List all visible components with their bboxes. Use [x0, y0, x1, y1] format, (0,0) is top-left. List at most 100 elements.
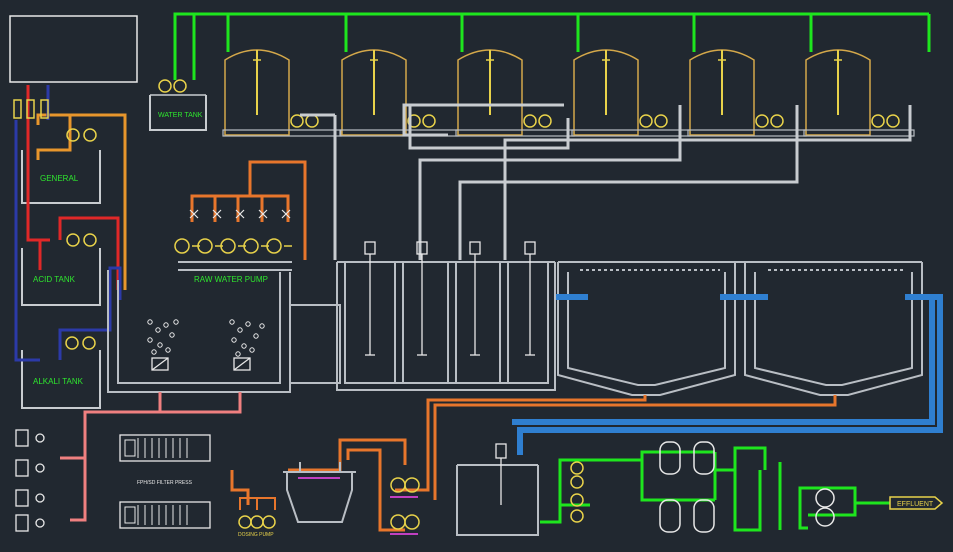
pump-icon	[755, 114, 769, 128]
bubble	[165, 347, 171, 353]
pump-icon	[654, 114, 668, 128]
storage-tank-row	[222, 49, 915, 137]
storage-tank	[687, 49, 807, 137]
raw-water-pump-header	[190, 160, 307, 260]
effluent-label: EFFLUENT	[897, 501, 934, 508]
bubble	[147, 319, 153, 325]
pump-icon	[886, 114, 900, 128]
pump-icon	[538, 114, 552, 128]
bubble	[249, 347, 255, 353]
clarifier-tanks	[557, 261, 923, 396]
blue-sludge-line	[512, 294, 943, 455]
pump-icon	[639, 114, 653, 128]
tank-body	[341, 49, 407, 136]
chemical-dosing-lines	[14, 85, 127, 362]
tank-body	[689, 49, 755, 136]
valve-icon	[212, 209, 222, 219]
pump-icon	[243, 238, 259, 254]
bubble	[155, 327, 161, 333]
pump-icon	[220, 238, 236, 254]
raw-water-pumps	[174, 209, 292, 254]
agitator-icon	[469, 241, 481, 255]
tank-body	[457, 49, 523, 136]
valve-icon	[189, 209, 199, 219]
storage-tank	[339, 49, 459, 137]
orange-sludge-line	[230, 395, 837, 532]
sludge-pumps	[390, 477, 420, 530]
agitator-icon	[524, 241, 536, 255]
storage-tank	[222, 49, 342, 137]
pump-icon	[305, 114, 319, 128]
green-filtration-line	[540, 446, 890, 532]
storage-tank	[803, 49, 915, 137]
grey-return-lines	[300, 103, 912, 260]
filter-press	[119, 434, 211, 462]
bubble	[173, 319, 179, 325]
pink-sludge-line	[60, 392, 242, 522]
diffuser-icon	[151, 357, 251, 371]
bubble	[163, 322, 169, 328]
bubble	[245, 321, 251, 327]
sludge-thickener	[283, 462, 356, 523]
filter-feed-pumps	[570, 461, 584, 523]
multigrade-filters	[659, 441, 715, 533]
bubble	[147, 337, 153, 343]
valve-icon	[281, 209, 291, 219]
tank-base	[803, 129, 915, 137]
filter-presses	[119, 434, 211, 529]
alkali-tank: ALKALI TANK	[21, 350, 101, 409]
pump-icon	[422, 114, 436, 128]
raw-water-pump-label: RAW WATER PUMP	[194, 275, 268, 284]
treated-water-tank	[456, 464, 539, 536]
filter-press-label: FPH/SD FILTER PRESS	[137, 480, 193, 486]
bubble	[241, 343, 247, 349]
general-tank: GENERAL	[21, 150, 101, 204]
tank-body	[573, 49, 639, 136]
pump-icon	[871, 114, 885, 128]
storage-tank	[455, 49, 575, 137]
bubble	[237, 327, 243, 333]
pump-icon	[197, 238, 213, 254]
bubble	[157, 342, 163, 348]
alkali-tank-label: ALKALI TANK	[33, 377, 84, 386]
bubble	[235, 351, 241, 357]
legend-box	[9, 15, 138, 83]
dosing-pumps	[238, 515, 276, 529]
reaction-tanks	[289, 261, 556, 391]
press-head	[124, 439, 136, 457]
tank-body	[805, 49, 871, 136]
dosing-pump-label: DOSING PUMP	[238, 532, 274, 538]
filter-press	[119, 501, 211, 529]
valve-icon	[258, 209, 268, 219]
effluent-arrow: EFFLUENT	[889, 496, 944, 510]
water-tank: WATER TANK	[149, 94, 207, 131]
tank-base	[222, 129, 342, 137]
green-air-header	[173, 12, 931, 80]
agitator-icon	[495, 443, 507, 505]
water-tank-label: WATER TANK	[158, 112, 203, 119]
general-tank-label: GENERAL	[40, 174, 79, 183]
valve-icon	[235, 209, 245, 219]
acid-tank: ACID TANK	[21, 248, 101, 306]
bubble	[231, 337, 237, 343]
water-tank-valves	[158, 79, 187, 93]
bubble	[253, 333, 259, 339]
press-frame	[119, 501, 211, 529]
pump-icon	[770, 114, 784, 128]
storage-tank	[571, 49, 691, 137]
bubble	[229, 319, 235, 325]
dosing-header	[239, 497, 276, 510]
agitator-icon	[364, 241, 376, 255]
chemical-feed-valves	[13, 99, 97, 350]
press-frame	[119, 434, 211, 462]
chemical-cartridges	[15, 429, 45, 532]
pump-icon	[523, 114, 537, 128]
aeration-bubbles	[147, 319, 265, 357]
press-head	[124, 506, 136, 524]
bubble	[259, 323, 265, 329]
acid-tank-label: ACID TANK	[33, 275, 76, 284]
pump-icon	[290, 114, 304, 128]
pump-icon	[407, 114, 421, 128]
